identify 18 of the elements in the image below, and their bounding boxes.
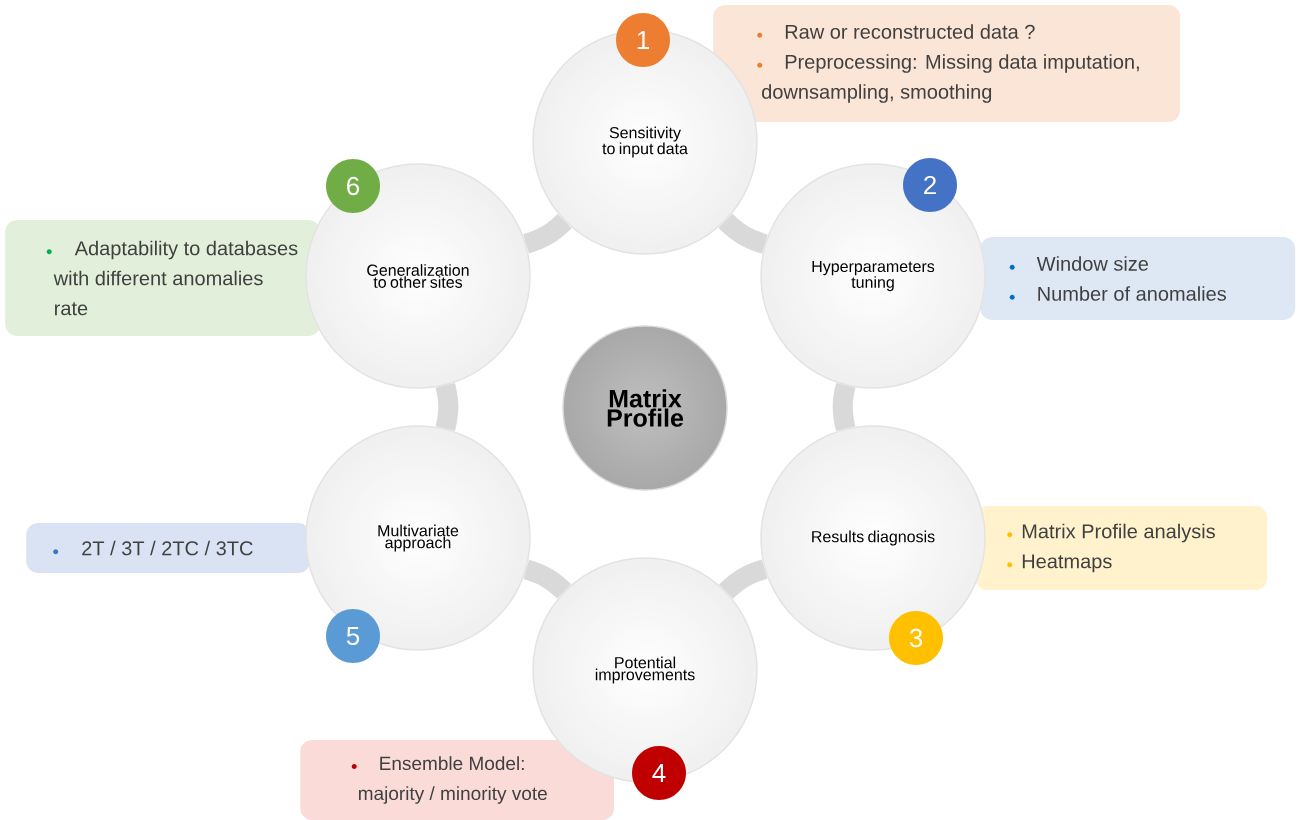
ring-segment [718, 213, 768, 254]
note-box: Matrix Profile analysis Heatmaps [975, 506, 1268, 590]
ring-segment [832, 383, 856, 431]
ring-segment [523, 213, 572, 254]
ring-segment [719, 559, 768, 599]
note-box: Window size Number of anomalies [980, 237, 1296, 320]
number-badge: 6 [326, 159, 380, 213]
note-box: Raw or reconstructed data ? Preprocessing: Missing data imputation, downsampling, smoothing [713, 5, 1181, 122]
number-badge: 5 [326, 609, 380, 663]
ring-segment [435, 383, 459, 431]
note-box: Adaptability to databases with different anomalies rate [5, 220, 321, 336]
number-badge: 4 [632, 746, 686, 800]
note-box: 2T / 3T / 2TC / 3TC [26, 523, 311, 573]
ring-segment [523, 559, 571, 599]
number-badge: 2 [903, 158, 957, 212]
number-badge: 1 [616, 13, 670, 67]
number-badge: 3 [889, 611, 943, 665]
note-box: Ensemble Model: majority / minority vote [300, 740, 615, 820]
